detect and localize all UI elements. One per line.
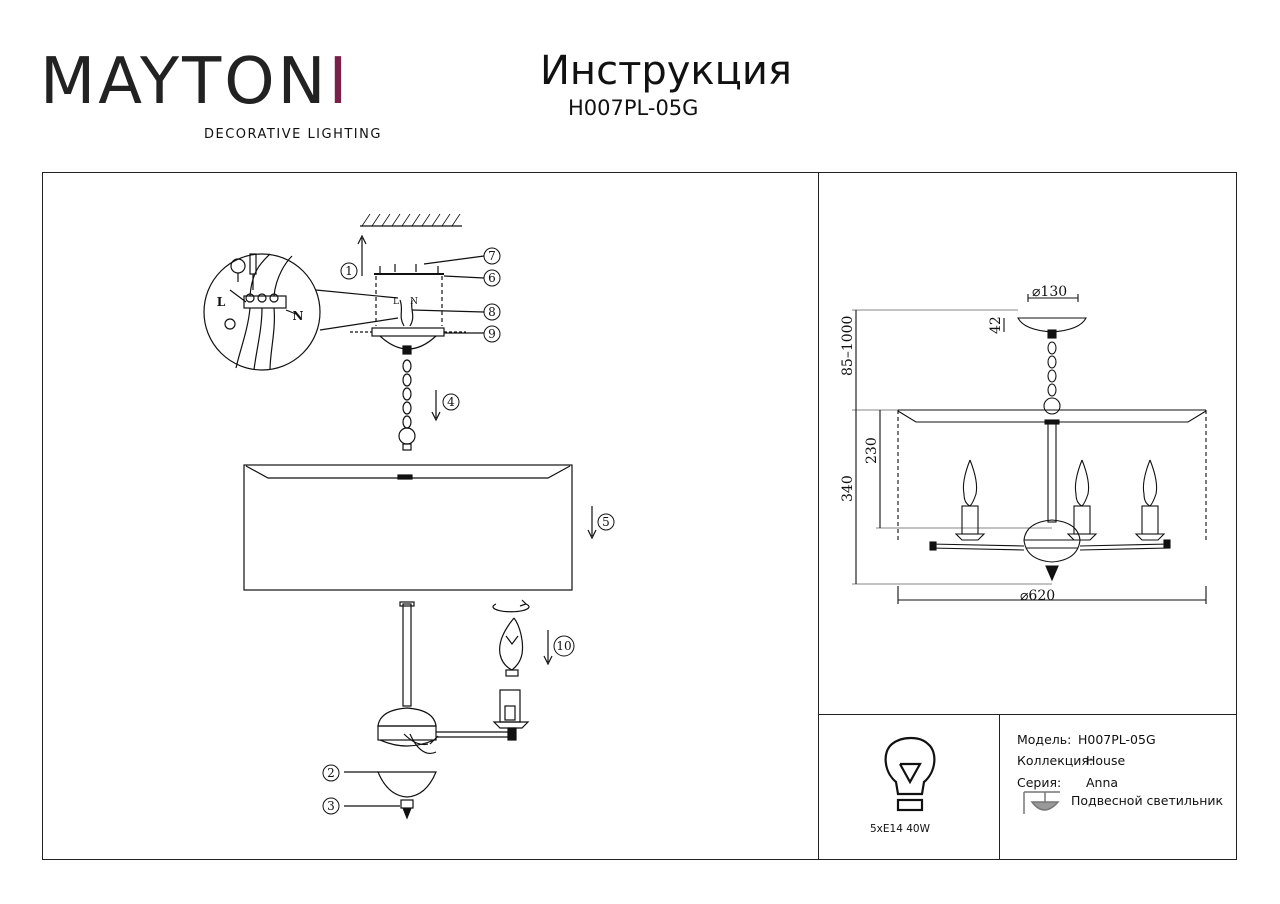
callout-10 <box>553 635 575 657</box>
callout-1 <box>340 262 358 280</box>
svg-text:6: 6 <box>488 271 496 285</box>
finial-screw <box>400 799 414 809</box>
logo-wordmark: MAYTONI <box>40 45 351 119</box>
frame-divider-horizontal <box>818 714 1237 715</box>
terminal-block <box>243 293 287 309</box>
svg-text:10: 10 <box>556 639 571 653</box>
frame-divider-vertical <box>818 172 819 860</box>
lamp-spec: 5xE14 40W <box>870 823 930 835</box>
callout-5 <box>597 513 615 531</box>
model-value: H007PL-05G <box>1078 732 1156 747</box>
dim-total-height: 340 <box>840 475 856 502</box>
collection-label: Коллекция: <box>1017 753 1094 768</box>
callout-2 <box>322 764 340 782</box>
collection-value: House <box>1086 753 1126 768</box>
svg-text:3: 3 <box>327 799 335 813</box>
wiring-inset <box>203 253 321 371</box>
dimension-drawing <box>852 294 1207 604</box>
svg-text:4: 4 <box>447 395 455 409</box>
drawing-frame <box>42 172 1237 860</box>
screwdriver-icon <box>230 258 246 274</box>
body-bowl <box>377 707 437 727</box>
pendant-type-icon <box>1023 791 1060 814</box>
chain-ring <box>398 427 416 445</box>
svg-text:1: 1 <box>345 264 353 278</box>
svg-text:7: 7 <box>488 249 496 263</box>
svg-text:9: 9 <box>488 327 496 341</box>
wire-label-n: N <box>293 309 304 323</box>
ground-icon <box>224 318 236 330</box>
dim-canopy-height: 42 <box>988 316 1004 334</box>
lightbulb-icon <box>884 736 936 812</box>
series-label: Серия: <box>1017 775 1062 790</box>
canopy-label-n: N <box>410 297 418 307</box>
spec-divider <box>999 714 1000 860</box>
dim-chain-range: 85–1000 <box>840 316 856 376</box>
ceiling-hatch <box>361 213 461 227</box>
svg-text:5: 5 <box>602 515 610 529</box>
chain-hook <box>402 345 412 355</box>
model-code: H007PL-05G <box>568 96 699 120</box>
svg-text:8: 8 <box>488 305 496 319</box>
lamp-shade <box>243 464 573 591</box>
logo-accent-letter: I <box>328 45 351 119</box>
wire-label-l: L <box>217 295 226 309</box>
rotate-arrow <box>492 603 530 613</box>
canopy-label-l: L <box>393 297 399 307</box>
callout-7 <box>483 247 501 265</box>
callout-9 <box>483 325 501 343</box>
bulb-icon <box>499 617 524 671</box>
canopy-plate <box>371 327 445 337</box>
page-title: Инструкция <box>540 48 792 94</box>
dim-shade-height: 230 <box>864 437 880 464</box>
callout-4 <box>442 393 460 411</box>
callout-6 <box>483 269 501 287</box>
center-rod <box>402 603 412 707</box>
callout-3 <box>322 797 340 815</box>
brand-logo: MAYTONI DECORATIVE LIGHTING <box>40 45 400 155</box>
model-label: Модель: <box>1017 732 1072 747</box>
type-value: Подвесной светильник <box>1071 793 1224 808</box>
logo-tagline: DECORATIVE LIGHTING <box>204 127 382 142</box>
dim-canopy-diameter: ⌀130 <box>1032 284 1067 300</box>
callout-8 <box>483 303 501 321</box>
svg-text:2: 2 <box>327 766 335 780</box>
series-value: Anna <box>1086 775 1119 790</box>
dim-shade-diameter: ⌀620 <box>1020 588 1055 604</box>
cover-cup <box>377 771 437 798</box>
